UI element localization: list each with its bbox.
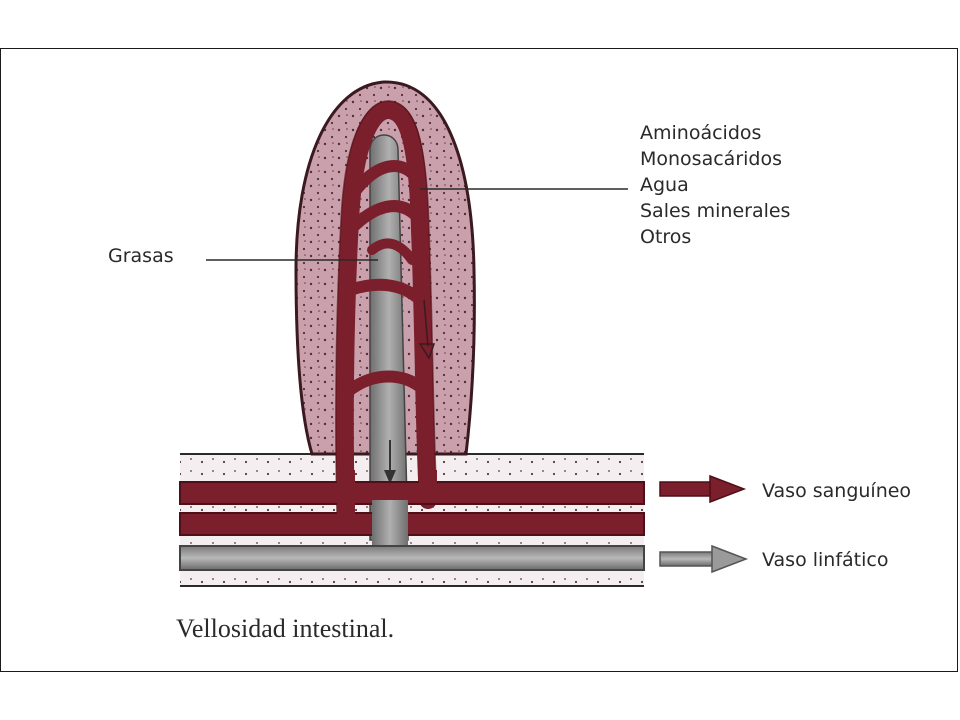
slide-frame [0, 48, 958, 672]
lymph-vessel-label: Vaso linfático [762, 549, 888, 571]
capillary-cross-4 [367, 238, 417, 265]
nutrient-label-mineral-salts: Sales minerales [640, 200, 790, 222]
capillary-cross-1 [344, 200, 426, 236]
capillary-arrow-shaft [423, 299, 429, 347]
lacteal-vessel [369, 134, 409, 541]
capillary-outline [335, 100, 438, 516]
lymph-vessel [179, 545, 645, 571]
nutrient-label-amino-acids: Aminoácidos [640, 122, 761, 144]
capillary-cross-3 [344, 370, 430, 396]
capillary-inner-loop [350, 160, 424, 196]
figure-caption: Vellosidad intestinal. [176, 614, 394, 643]
lacteal-leg [372, 500, 408, 546]
capillary-arrow-head [418, 343, 436, 360]
nutrient-label-monosaccharides: Monosacáridos [640, 148, 782, 170]
nutrient-label-water: Agua [640, 174, 689, 196]
capillary-right-leg [419, 470, 437, 490]
lymph-flow-arrow [659, 544, 749, 574]
lacteal-down-arrow [384, 470, 396, 484]
fats-label: Grasas [108, 245, 174, 267]
blood-vessel-lower [179, 512, 645, 536]
blood-vessel-upper [179, 481, 645, 505]
capillary-cross-2 [344, 278, 426, 306]
capillary-left-leg [337, 470, 355, 520]
blood-flow-arrow [659, 474, 747, 504]
blood-vessel-label: Vaso sanguíneo [762, 480, 911, 502]
nutrient-label-others: Otros [640, 226, 691, 248]
